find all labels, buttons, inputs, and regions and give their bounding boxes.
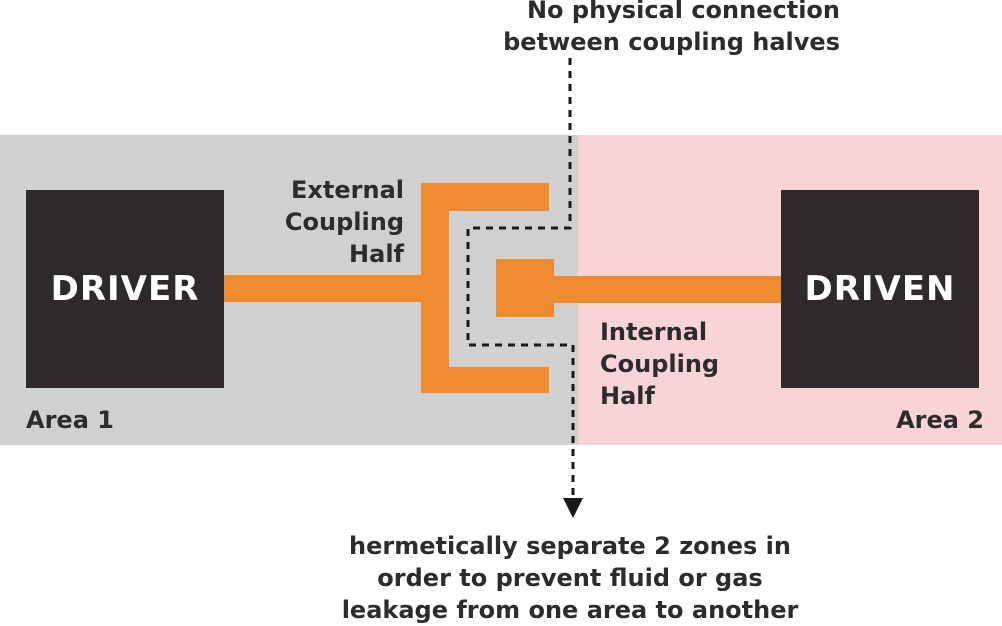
external-coupling-bottom-arm — [421, 367, 549, 393]
driven-box: DRIVEN — [781, 190, 979, 388]
driver-box: DRIVER — [26, 190, 224, 388]
top-note: No physical connection between coupling … — [503, 0, 840, 56]
area-2-label: Area 2 — [896, 406, 984, 434]
separation-arrow-head — [563, 498, 583, 518]
bottom-note: hermetically separate 2 zones in order t… — [341, 532, 799, 624]
separation-dashed-line — [466, 58, 575, 500]
external-coupling-label: External Coupling Half — [284, 176, 404, 268]
driven-shaft — [552, 276, 782, 303]
internal-coupling-label: Internal Coupling Half — [600, 318, 720, 410]
driver-shaft — [224, 275, 424, 302]
driven-label: DRIVEN — [804, 269, 956, 309]
external-coupling-top-arm — [421, 183, 549, 211]
internal-coupling-block — [496, 259, 554, 317]
area-1-label: Area 1 — [26, 406, 114, 434]
driver-label: DRIVER — [50, 269, 200, 309]
external-coupling-vertical — [421, 183, 449, 393]
